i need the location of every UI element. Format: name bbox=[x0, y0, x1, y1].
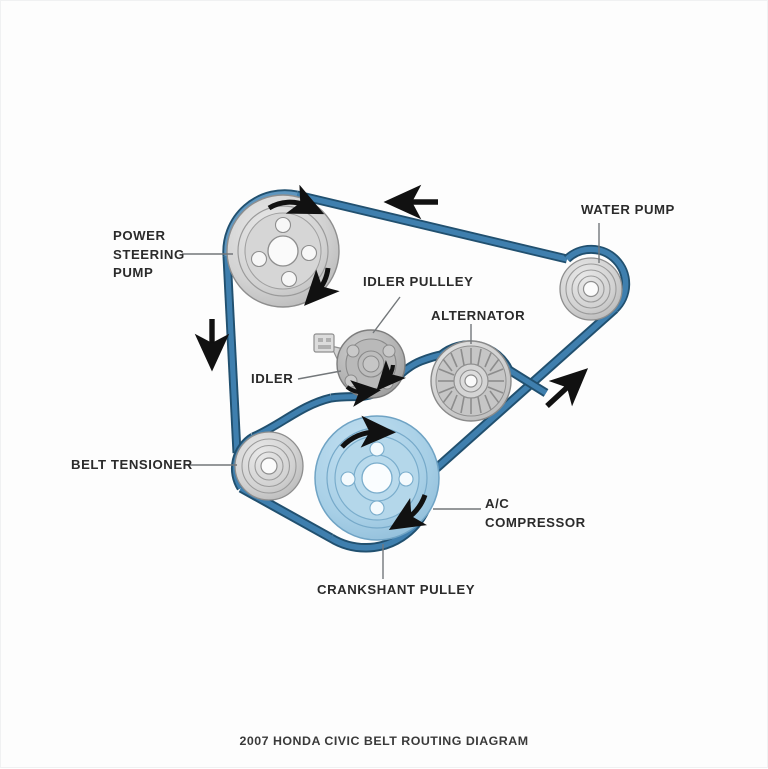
diagram-caption: 2007 HONDA CIVIC BELT ROUTING DIAGRAM bbox=[239, 734, 529, 748]
pulley-alternator[interactable] bbox=[430, 340, 512, 422]
belt-wrap-water-pump bbox=[563, 244, 631, 313]
label-idler: IDLER bbox=[251, 371, 294, 386]
rotation-arrow-idler-right bbox=[376, 360, 406, 391]
belt-run-alt-to-right bbox=[506, 366, 549, 397]
pulley-power-steering-pump[interactable] bbox=[226, 184, 340, 308]
leader-idler-pulley bbox=[372, 296, 401, 334]
alternator-fins bbox=[438, 348, 504, 414]
rotation-arrow-idler-bottom bbox=[345, 380, 381, 407]
label-power-steering-pump: POWER STEERING PUMP bbox=[113, 228, 185, 280]
leader-lines bbox=[182, 223, 600, 579]
label-crankshaft-pulley: CRANKSHANT PULLEY bbox=[317, 582, 476, 597]
pulley-water-pump[interactable] bbox=[559, 257, 623, 321]
pulley-belt-tensioner[interactable] bbox=[234, 431, 304, 501]
rotation-arrow-crank-top bbox=[340, 415, 396, 449]
rotation-arrow-ps-bottom bbox=[304, 267, 340, 306]
label-alternator: ALTERNATOR bbox=[431, 308, 526, 323]
belt-arrow-right bbox=[545, 368, 589, 408]
belt-run-right bbox=[427, 305, 619, 477]
leader-idler bbox=[297, 370, 342, 380]
label-water-pump: WATER PUMP bbox=[581, 202, 675, 217]
pulley-crankshaft[interactable] bbox=[314, 415, 440, 541]
rotation-arrow-crank-bottom bbox=[388, 494, 428, 531]
belt-run-top bbox=[295, 190, 569, 264]
label-belt-tensioner: BELT TENSIONER bbox=[71, 457, 193, 472]
label-idler-pulley: IDLER PULLLEY bbox=[363, 274, 474, 289]
pulley-idler[interactable] bbox=[313, 329, 406, 407]
belt-run-mid bbox=[251, 393, 333, 442]
label-ac-compressor: A/C COMPRESSOR bbox=[485, 496, 586, 530]
rotation-arrow-ps-top bbox=[267, 184, 325, 215]
belt-run-left bbox=[222, 255, 242, 454]
